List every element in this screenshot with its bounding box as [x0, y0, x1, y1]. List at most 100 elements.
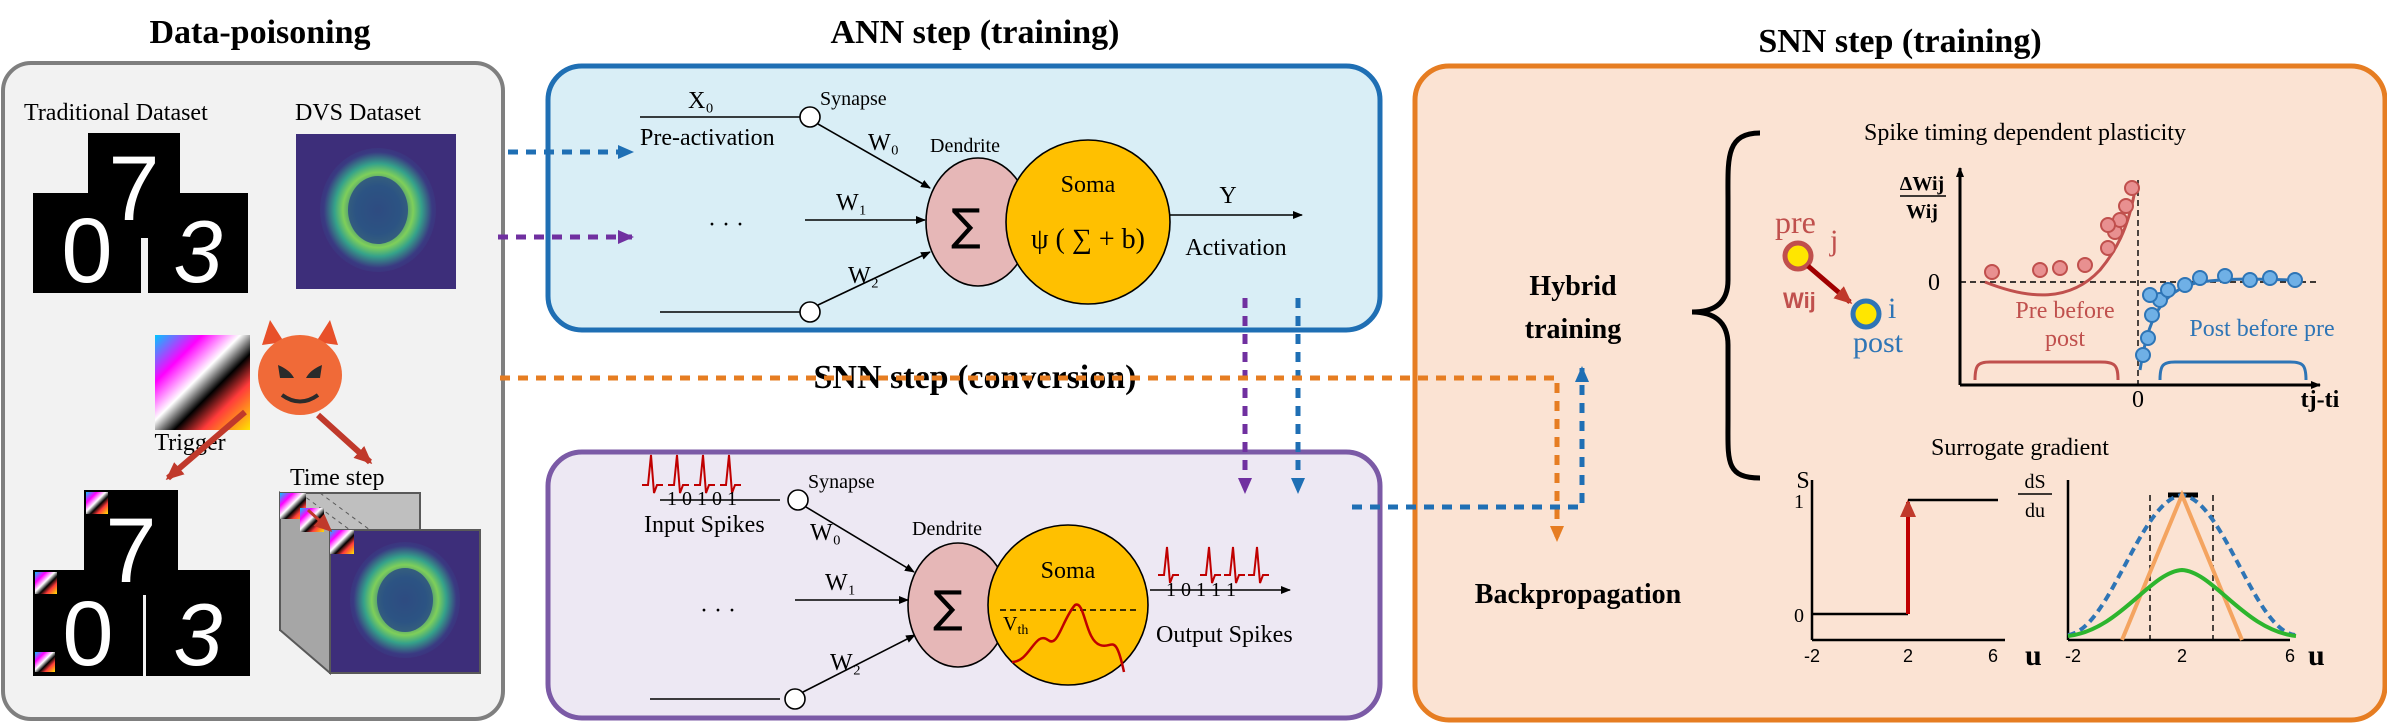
stdp-pre-neuron [1782, 240, 1814, 272]
ann-synapse-node-2 [799, 301, 821, 323]
stdp-wij-label: Wij [1783, 288, 1816, 313]
digit-three: 3 [174, 202, 223, 301]
conv-synapse-label: Synapse [808, 471, 875, 493]
title-ann-step: ANN step (training) [831, 14, 1120, 51]
title-snn-training: SNN step (training) [1758, 23, 2041, 60]
stdp-dw-num: ΔWij [1900, 173, 1944, 195]
stdp-post-label: post [1853, 326, 1904, 359]
ann-soma [1005, 139, 1171, 305]
ann-sum: ∑ [951, 200, 981, 251]
stdp-pre-bracket [1973, 360, 2120, 381]
stdp-zero-label: 0 [1928, 270, 1940, 296]
surrogate-right-tick-neg2: -2 [2065, 646, 2081, 666]
snn-training-panel [1412, 63, 2387, 723]
stdp-post-points [2135, 268, 2303, 363]
surrogate-one-label: 1 [1794, 491, 1804, 513]
conv-vth-v: V [1003, 613, 1018, 635]
arrow-to-poisoned-dvs [315, 412, 373, 465]
label-trigger: Trigger [154, 430, 225, 456]
conv-weight-line-0 [805, 506, 915, 573]
devil-icon [258, 320, 342, 415]
conv-w1: W₁ [825, 570, 856, 596]
ann-y: Y [1219, 183, 1236, 209]
conv-soma-label: Soma [1041, 558, 1096, 584]
clean-digit-images: 7 0 3 [33, 133, 248, 302]
ann-dots: · · · [708, 212, 744, 238]
stdp-post-before-pre: Post before pre [2189, 316, 2334, 342]
ann-dendrite-label: Dendrite [930, 135, 1000, 157]
surrogate-left-tick-6: 6 [1988, 646, 1998, 666]
hybrid-training-line1: Hybrid [1529, 271, 1617, 302]
ann-synapse-label: Synapse [820, 88, 887, 110]
ann-psi: ψ ( ∑ + b) [1031, 224, 1145, 255]
stdp-pre-label: pre [1775, 204, 1816, 240]
stdp-dw-den: Wij [1906, 201, 1938, 223]
stdp-j-label: j [1829, 224, 1838, 257]
ann-w1: W₁ [836, 190, 867, 216]
ann-w0: W₀ [868, 130, 899, 156]
conv-input-bits: 1 0 1 0 1 [667, 488, 737, 510]
title-data-poisoning: Data-poisoning [149, 14, 370, 51]
ann-soma-label: Soma [1061, 172, 1116, 198]
surrogate-s-label: S [1796, 468, 1809, 494]
stdp-synapse-arrow [1806, 264, 1853, 304]
digit-seven: 7 [108, 138, 159, 240]
label-dvs-dataset: DVS Dataset [295, 100, 421, 126]
surrogate-right-tick-6: 6 [2285, 646, 2295, 666]
conv-output-spike-train [1158, 546, 1269, 584]
backpropagation-label: Backpropagation [1475, 579, 1682, 610]
surrogate-right-tick-2: 2 [2177, 646, 2187, 666]
surrogate-left-tick-neg2: -2 [1804, 646, 1820, 666]
conv-synapse-node-0 [787, 489, 809, 511]
dvs-clean-image [296, 134, 456, 289]
surrogate-right-u: u [2308, 639, 2325, 672]
poisoned-digit-zero: 0 [62, 583, 113, 685]
poisoned-digit-images: 7 0 3 [33, 490, 250, 685]
surrogate-zero-label: 0 [1794, 605, 1804, 627]
stdp-i-label: i [1888, 292, 1896, 325]
stdp-post-bracket [2158, 360, 2308, 381]
conv-weight-line-2 [802, 634, 916, 693]
stdp-pre-points [1984, 180, 2140, 280]
conv-vth-sub: th [1017, 623, 1028, 638]
ann-activation: Activation [1185, 235, 1286, 261]
conv-sum: ∑ [933, 582, 963, 633]
hybrid-brace [1691, 130, 1761, 481]
surrogate-left-tick-2: 2 [1903, 646, 1913, 666]
stdp-title: Spike timing dependent plasticity [1864, 120, 2186, 146]
label-traditional-dataset: Traditional Dataset [24, 100, 208, 126]
poisoned-digit-three: 3 [174, 585, 223, 684]
conv-w2: W₂ [830, 650, 861, 676]
surrogate-title: Surrogate gradient [1931, 435, 2109, 461]
conv-dendrite-label: Dendrite [912, 518, 982, 540]
conv-vth: Vth [1003, 613, 1028, 638]
connector-conversion-to-hybrid [1352, 366, 1589, 510]
surrogate-ds-den: du [2025, 500, 2045, 522]
stdp-x-zero-label: 0 [2132, 387, 2144, 413]
ann-pre-activation: Pre-activation [640, 125, 775, 151]
stdp-x-label: tj-ti [2301, 387, 2340, 413]
ann-weight-line-0 [817, 123, 931, 189]
conv-w0: W₀ [810, 520, 841, 546]
hybrid-training-line2: training [1525, 314, 1621, 345]
stdp-pre-before-post-1: Pre before [2015, 298, 2114, 324]
poisoned-dvs-stack [279, 491, 481, 676]
conv-output-spikes: Output Spikes [1156, 622, 1293, 648]
conv-synapse-node-2 [784, 688, 806, 710]
trigger-pattern [155, 335, 250, 430]
surrogate-curve-green [2067, 567, 2297, 638]
label-time-step: Time step [290, 465, 384, 491]
ann-x0: X₀ [688, 88, 714, 114]
conv-dots: · · · [700, 598, 736, 624]
ann-weight-line-2 [817, 251, 931, 306]
conv-membrane-trace [1011, 603, 1126, 673]
ann-w2: W₂ [848, 263, 879, 289]
surrogate-ds-num: dS [2024, 471, 2045, 493]
surrogate-left-u: u [2025, 639, 2042, 672]
conv-input-spike-train [642, 454, 780, 501]
conv-input-spikes: Input Spikes [644, 512, 765, 538]
stdp-post-neuron [1850, 298, 1882, 330]
conv-output-bits: 1 0 1 1 1 [1166, 579, 1236, 601]
digit-zero: 0 [61, 200, 112, 302]
